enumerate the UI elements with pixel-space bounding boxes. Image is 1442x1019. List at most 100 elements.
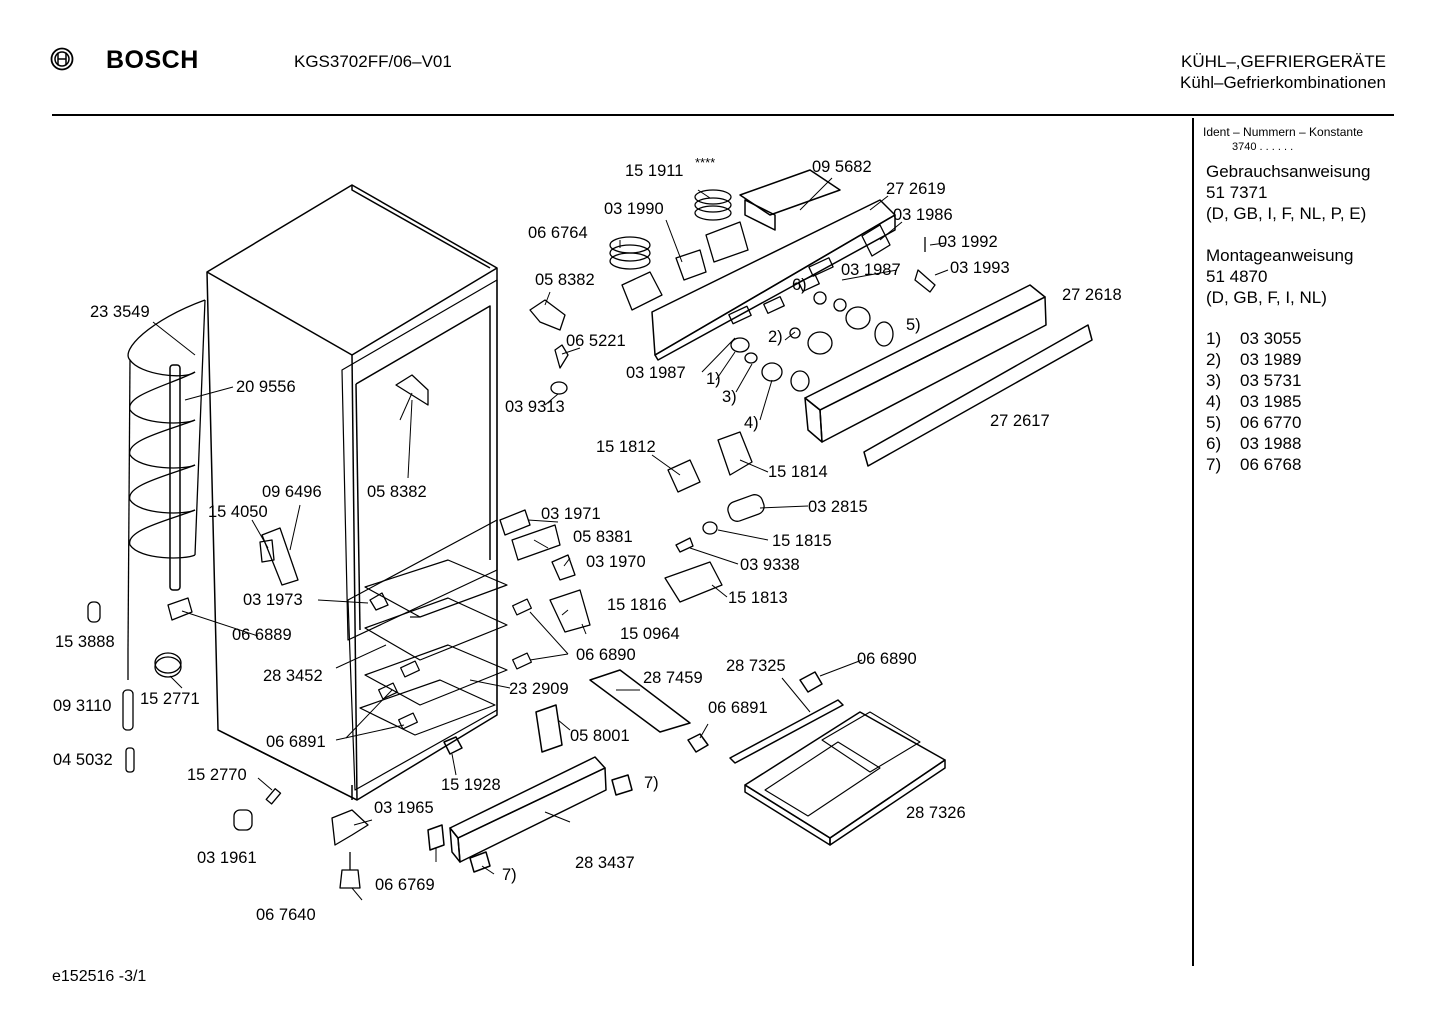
part-label-note: 2) (768, 328, 783, 346)
part-label: 28 7459 (643, 669, 703, 687)
exploded-parts-diagram (87, 169, 1093, 901)
part-label: 04 5032 (53, 751, 113, 769)
part-label: 28 7325 (726, 657, 786, 675)
part-label: 15 2770 (187, 766, 247, 784)
gebrauch-langs: (D, GB, I, F, NL, P, E) (1206, 204, 1367, 223)
part-label: 27 2617 (990, 412, 1050, 430)
part-label: 05 8001 (570, 727, 630, 745)
sidebar-divider (1192, 118, 1194, 966)
part-label: 03 1987 (841, 261, 901, 279)
part-label: 15 1928 (441, 776, 501, 794)
montage-langs: (D, GB, F, I, NL) (1206, 288, 1327, 307)
knobs (728, 257, 894, 392)
part-label: 03 1973 (243, 591, 303, 609)
part-label: 06 5221 (566, 332, 626, 350)
thermostat-parts (609, 189, 936, 311)
part-label: 28 3452 (263, 667, 323, 685)
tray-assembly (589, 669, 946, 846)
part-label: 06 6764 (528, 224, 588, 242)
note-item: 5)06 6770 (1206, 413, 1302, 432)
part-label-note: 3) (722, 388, 737, 406)
part-label: 03 2815 (808, 498, 868, 516)
part-label: 03 1993 (950, 259, 1010, 277)
category-title: KÜHL–,GEFRIERGERÄTE (1181, 52, 1386, 71)
part-label: 28 7326 (906, 804, 966, 822)
lamp-parts (499, 431, 765, 633)
part-label-note: 6) (792, 276, 807, 294)
shelves (359, 559, 508, 736)
part-label: 15 1815 (772, 532, 832, 550)
part-label: 05 8382 (367, 483, 427, 501)
montage-title: Montageanweisung (1206, 246, 1354, 265)
part-label: 15 2771 (140, 690, 200, 708)
part-label: 15 1813 (728, 589, 788, 607)
left-small-parts (87, 527, 389, 889)
leader-lines (152, 177, 949, 901)
ident-label: Ident – Nummern – Konstante (1203, 125, 1364, 139)
part-label-stars: **** (695, 155, 716, 170)
montage-number: 51 4870 (1206, 267, 1268, 286)
part-label: 15 1814 (768, 463, 828, 481)
ident-value: 3740 . . . . . . (1232, 141, 1294, 153)
header-divider (52, 114, 1394, 116)
part-label: 06 6891 (266, 733, 326, 751)
part-label: 06 6769 (375, 876, 435, 894)
part-label-note: 7) (502, 866, 517, 884)
part-label: 06 6890 (576, 646, 636, 664)
part-label: 15 4050 (208, 503, 268, 521)
footer-code: e152516 -3/1 (52, 968, 147, 985)
part-label: 03 1961 (197, 849, 257, 867)
part-label: 03 1987 (626, 364, 686, 382)
part-label-note: 7) (644, 774, 659, 792)
note-item: 3)03 5731 (1206, 371, 1302, 390)
brand-name: BOSCH (106, 46, 199, 74)
small-brackets (395, 299, 569, 406)
part-label: 09 5682 (812, 158, 872, 176)
control-panel (651, 169, 896, 361)
part-label: 28 3437 (575, 854, 635, 872)
note-item: 6)03 1988 (1206, 434, 1302, 453)
gebrauch-title: Gebrauchsanweisung (1206, 162, 1371, 181)
part-label: 03 1986 (893, 206, 953, 224)
part-label: 15 3888 (55, 633, 115, 651)
note-item: 2)03 1989 (1206, 350, 1302, 369)
part-label: 05 8381 (573, 528, 633, 546)
note-item: 4)03 1985 (1206, 392, 1302, 411)
model-number: KGS3702FF/06–V01 (294, 52, 452, 71)
part-label: 15 1911 (625, 162, 684, 180)
part-label: 06 6890 (857, 650, 917, 668)
part-label: 15 1816 (607, 596, 667, 614)
top-rail (804, 284, 1093, 467)
note-item: 7)06 6768 (1206, 455, 1302, 474)
part-label: 03 1992 (938, 233, 998, 251)
part-label: 15 0964 (620, 625, 680, 643)
part-label: 20 9556 (236, 378, 296, 396)
part-label: 27 2619 (886, 180, 946, 198)
part-label: 23 3549 (90, 303, 150, 321)
part-label-note: 5) (906, 316, 921, 334)
part-label: 05 8382 (535, 271, 595, 289)
bosch-logo-icon (50, 47, 74, 71)
part-label: 03 9338 (740, 556, 800, 574)
part-label: 03 1971 (541, 505, 601, 523)
category-subtitle: Kühl–Gefrierkombinationen (1179, 73, 1386, 92)
part-label: 03 1990 (604, 200, 664, 218)
part-label: 06 6889 (232, 626, 292, 644)
part-label: 06 6891 (708, 699, 768, 717)
part-label: 03 1970 (586, 553, 646, 571)
note-item: 1)03 3055 (1206, 329, 1302, 348)
part-label: 06 7640 (256, 906, 316, 924)
part-label: 27 2618 (1062, 286, 1122, 304)
part-label-note: 1) (706, 370, 721, 388)
heater-rod (169, 364, 181, 591)
part-label-note: 4) (744, 414, 759, 432)
condenser-coil (127, 299, 206, 680)
part-label: 09 3110 (53, 697, 112, 715)
part-label: 09 6496 (262, 483, 322, 501)
shelf-clips (378, 598, 532, 730)
part-label: 23 2909 (509, 680, 569, 698)
bottom-rail (427, 704, 633, 873)
part-label: 15 1812 (596, 438, 656, 456)
part-label: 03 9313 (505, 398, 565, 416)
cabinet-body (206, 184, 498, 801)
